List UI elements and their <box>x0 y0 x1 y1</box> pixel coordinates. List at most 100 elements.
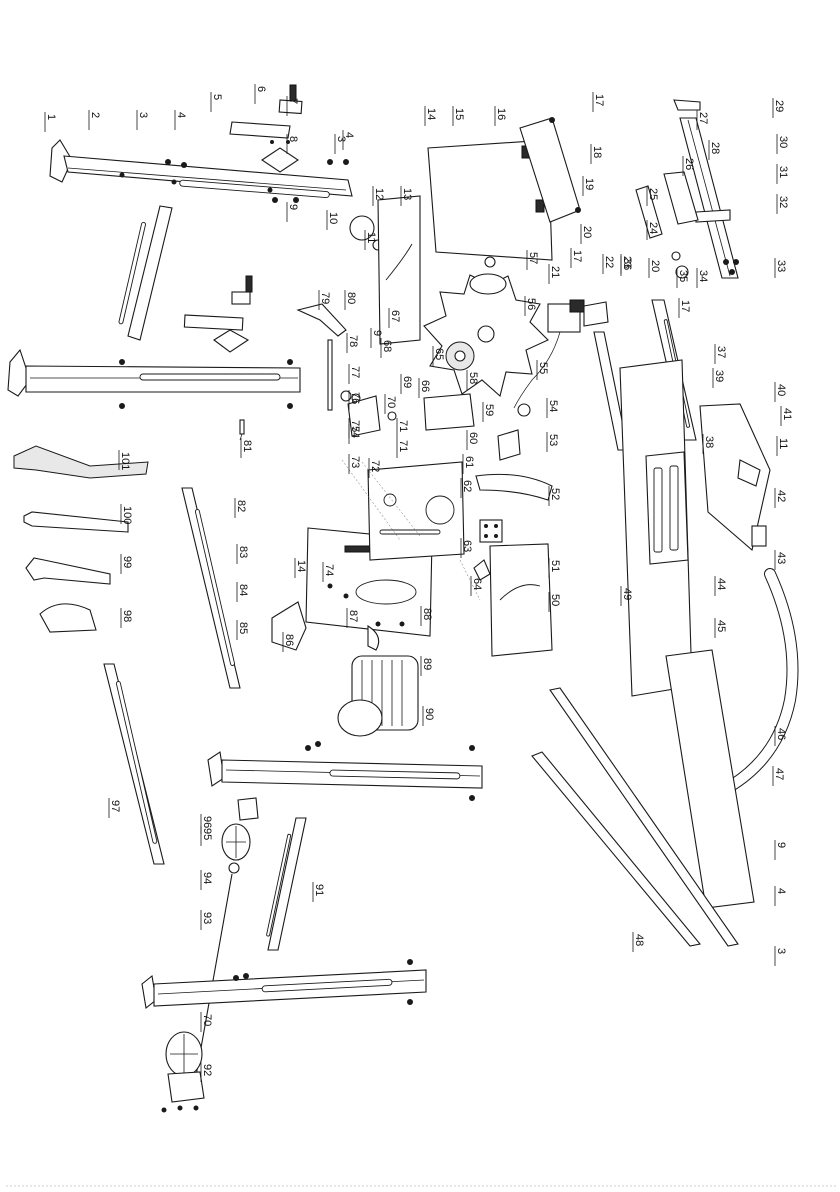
part-number-label: 35 <box>677 270 689 282</box>
part-number-label: 74 <box>349 426 361 438</box>
part-callout: 41 <box>780 406 793 426</box>
part-callout: 98 <box>120 608 133 628</box>
part-number-label: 11 <box>365 232 377 243</box>
part-callout: 32 <box>776 194 789 214</box>
part-number-label: 89 <box>421 658 433 670</box>
part-number-label: 46 <box>775 728 787 740</box>
part-callout: 88 <box>420 606 433 626</box>
part-number-label: 25 <box>647 188 659 200</box>
part-number-label: 4 <box>775 888 787 894</box>
part-callout: 2 <box>88 110 101 130</box>
part-callout: 70 <box>384 394 397 414</box>
part-callout: 68 <box>380 338 393 358</box>
part-callout: 5 <box>210 92 223 112</box>
part-number-label: 5 <box>211 94 223 100</box>
part-number-label: 83 <box>237 546 249 558</box>
part-number-label: 87 <box>347 610 359 622</box>
part-callout: 74 <box>348 424 361 444</box>
part-callout: 17 <box>592 92 605 112</box>
part-callout: 79 <box>318 290 331 310</box>
part-number-label: 14 <box>295 560 307 572</box>
part-number-label: 70 <box>385 396 397 408</box>
part-number-label: 75 <box>349 420 361 432</box>
part-callout: 55 <box>536 360 549 380</box>
part-number-label: 42 <box>775 490 787 502</box>
part-callout: 33 <box>774 258 787 278</box>
part-number-label: 20 <box>581 226 593 238</box>
part-number-label: 74 <box>323 564 335 576</box>
part-callout: 97 <box>108 798 121 818</box>
leg-lower-a <box>207 741 483 801</box>
guard-plate <box>427 139 553 261</box>
part-number-label: 30 <box>777 136 789 148</box>
part-40-shape <box>699 403 771 552</box>
part-callout: 76 <box>348 390 361 410</box>
part-callout: 34 <box>696 268 709 288</box>
part-callout: 77 <box>348 364 361 384</box>
part-number-label: 62 <box>461 480 473 492</box>
part-callout: 3 <box>136 110 149 130</box>
part-number-label: 6 <box>255 86 267 92</box>
part-callout: 63 <box>460 538 473 558</box>
part-number-label: 97 <box>109 800 121 812</box>
part-callout: 70 <box>200 1012 213 1032</box>
part-number-label: 48 <box>633 934 645 946</box>
part-callout: 4 <box>342 130 355 150</box>
part-callout: 93 <box>200 910 213 930</box>
part-callout: 82 <box>234 498 247 518</box>
part-callout: 51 <box>548 558 561 578</box>
part-callout: 100 <box>120 504 133 524</box>
part-number-label: 28 <box>709 142 721 154</box>
part-callout: 59 <box>482 402 495 422</box>
part-callout: 20 <box>580 224 593 244</box>
part-number-label: 3 <box>335 136 347 142</box>
part-number-label: 17 <box>679 300 691 312</box>
part-100-shape <box>23 511 129 533</box>
part-callout: 52 <box>548 486 561 506</box>
trunnion-50 <box>489 543 553 657</box>
part-callout: 86 <box>282 632 295 652</box>
part-callout: 92 <box>200 1062 213 1082</box>
part-callout: 84 <box>236 582 249 602</box>
part-number-label: 71 <box>397 420 409 432</box>
part-number-label: 68 <box>381 340 393 352</box>
part-callout: 89 <box>420 656 433 676</box>
part-number-label: 78 <box>347 335 359 347</box>
part-number-label: 20 <box>649 260 661 272</box>
part-callout: 35 <box>676 268 689 288</box>
part-number-label: 50 <box>549 594 561 606</box>
part-callout: 71 <box>396 438 409 458</box>
part-number-label: 38 <box>703 436 715 448</box>
part-number-label: 41 <box>781 408 793 420</box>
brace-upper <box>118 205 173 341</box>
part-number-label: 73 <box>349 456 361 468</box>
part-number-label: 58 <box>467 372 479 384</box>
part-number-label: 37 <box>715 346 727 358</box>
part-callout: 81 <box>240 438 253 458</box>
part-number-label: 67 <box>389 310 401 322</box>
part-callout: 1 <box>44 112 57 132</box>
part-number-label: 94 <box>201 872 213 884</box>
part-number-label: 88 <box>421 608 433 620</box>
part-callout: 12 <box>372 186 385 206</box>
part-number-label: 34 <box>697 270 709 282</box>
part-callout: 18 <box>590 144 603 164</box>
part-number-label: 76 <box>349 392 361 404</box>
rip-fence <box>673 99 739 279</box>
part-callout: 61 <box>462 454 475 474</box>
part-number-label: 3 <box>137 112 149 118</box>
part-callout: 73 <box>348 454 361 474</box>
part-callout: 3 <box>774 946 787 966</box>
extension-table <box>665 649 755 909</box>
part-number-label: 32 <box>777 196 789 208</box>
part-callout: 31 <box>776 164 789 184</box>
part-number-label: 27 <box>697 112 709 124</box>
part-callout: 13 <box>400 186 413 206</box>
part-number-label: 15 <box>453 108 465 120</box>
part-number-label: 23 <box>621 256 633 268</box>
leg-lower-b <box>141 959 427 1010</box>
part-callout: 47 <box>772 766 785 786</box>
part-callout: 66 <box>418 378 431 398</box>
part-callout: 16 <box>494 106 507 126</box>
